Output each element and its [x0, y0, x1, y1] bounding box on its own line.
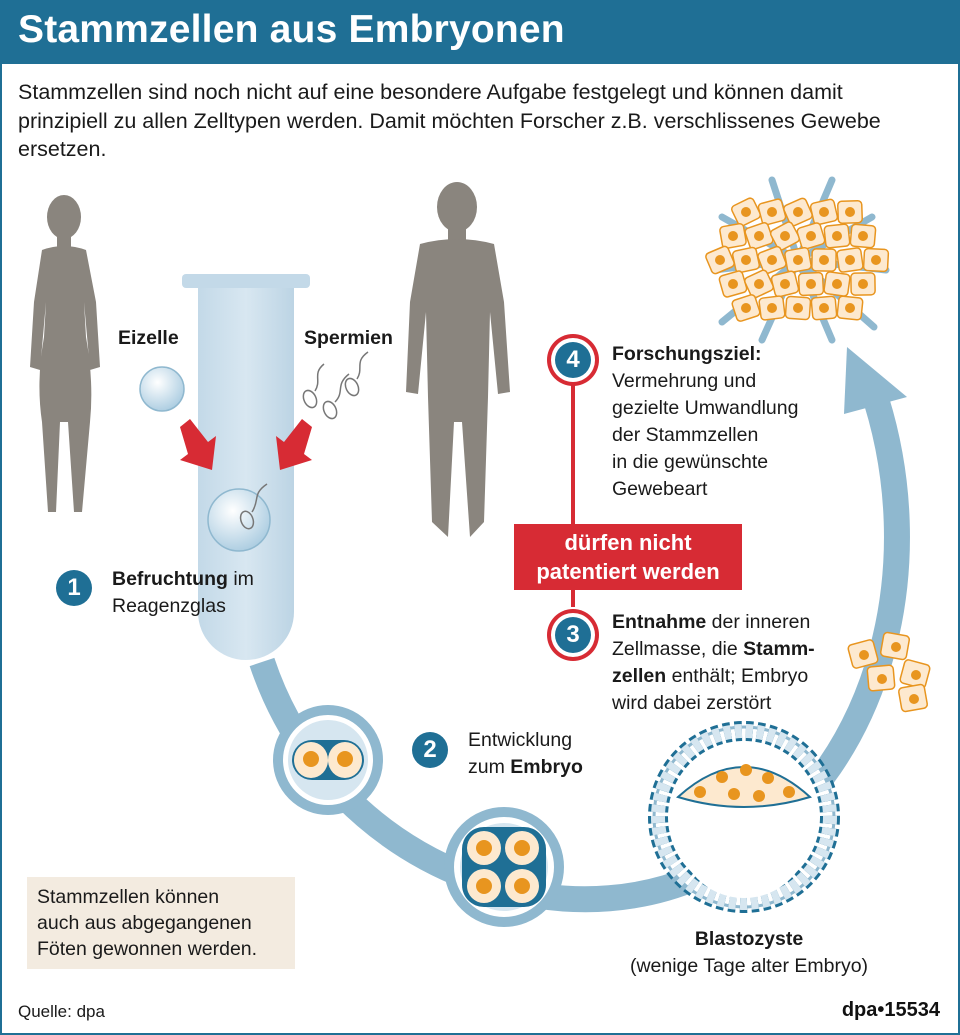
header-bar: Stammzellen aus Embryonen: [2, 2, 958, 64]
tissue-cluster: [705, 176, 890, 344]
blastocyst: [648, 721, 840, 913]
tissue-cell-nucleus: [819, 303, 829, 313]
tissue-cell-nucleus: [767, 303, 777, 313]
step-2-text: Entwicklung zum Embryo: [468, 729, 583, 778]
intro-text: Stammzellen sind noch nicht auf eine bes…: [18, 80, 881, 161]
tissue-cell-nucleus: [806, 231, 816, 241]
label-spermien: Spermien: [304, 327, 393, 349]
tissue-cell-nucleus: [793, 207, 803, 217]
tissue-cell-nucleus: [754, 279, 764, 289]
tissue-cell-nucleus: [728, 231, 738, 241]
tissue-cell-nucleus: [819, 207, 829, 217]
tissue-cell-nucleus: [819, 255, 829, 265]
tissue-cell-nucleus: [741, 207, 751, 217]
page-title: Stammzellen aus Embryonen: [18, 8, 565, 51]
tissue-cell-nucleus: [793, 303, 803, 313]
note-box: Stammzellen können auch aus abgegangenen…: [27, 877, 295, 969]
step-3-badge: 3: [555, 617, 591, 653]
tissue-cell-nucleus: [741, 255, 751, 265]
woman-silhouette: [30, 195, 100, 512]
step-1-badge: 1: [56, 570, 92, 606]
tissue-cell-nucleus: [767, 255, 777, 265]
step-2-badge: 2: [412, 732, 448, 768]
egg-cell: [139, 366, 185, 412]
tissue-cell-nucleus: [741, 303, 751, 313]
tissue-cell-nucleus: [715, 255, 725, 265]
extracted-cell-nuclei: [859, 642, 921, 704]
tissue-cell-nucleus: [780, 279, 790, 289]
tissue-cell-nucleus: [832, 231, 842, 241]
tissue-cell-nucleus: [806, 279, 816, 289]
man-silhouette: [406, 182, 510, 537]
tissue-cell-nucleus: [845, 255, 855, 265]
step-4-badge: 4: [555, 342, 591, 378]
tissue-cell-nucleus: [858, 279, 868, 289]
two-cell-embryo: [273, 705, 383, 815]
fertilized-egg: [207, 483, 271, 552]
tissue-cell-nucleus: [754, 231, 764, 241]
tissue-cell-nucleus: [767, 207, 777, 217]
red-arrows: [180, 419, 312, 470]
tissue-cell-nucleus: [858, 231, 868, 241]
step-1-text: Befruchtung im Reagenzglas: [112, 568, 254, 617]
label-eizelle: Eizelle: [118, 327, 179, 349]
tissue-cell-nucleus: [871, 255, 881, 265]
cycle-arrow-head: [844, 347, 907, 414]
credit-label: dpa•15534: [841, 999, 940, 1021]
four-cell-embryo: [444, 807, 564, 927]
tissue-cell-nucleus: [728, 279, 738, 289]
sperm-cells: [302, 351, 369, 420]
tissue-cell-nucleus: [832, 279, 842, 289]
tissue-cell-nucleus: [845, 207, 855, 217]
patent-warning-box: dürfen nicht patentiert werden: [514, 524, 742, 590]
tissue-cell-nucleus: [793, 255, 803, 265]
test-tube: [182, 274, 310, 660]
source-label: Quelle: dpa: [18, 1002, 105, 1021]
step-3-text: Entnahme der inneren Zellmasse, die Stam…: [612, 611, 815, 714]
step-4-text: Forschungsziel: Vermehrung und gezielte …: [612, 343, 799, 500]
blastozyste-label: Blastozyste (wenige Tage alter Embryo): [629, 928, 869, 977]
tissue-cell-nucleus: [780, 231, 790, 241]
tissue-cell-nucleus: [845, 303, 855, 313]
